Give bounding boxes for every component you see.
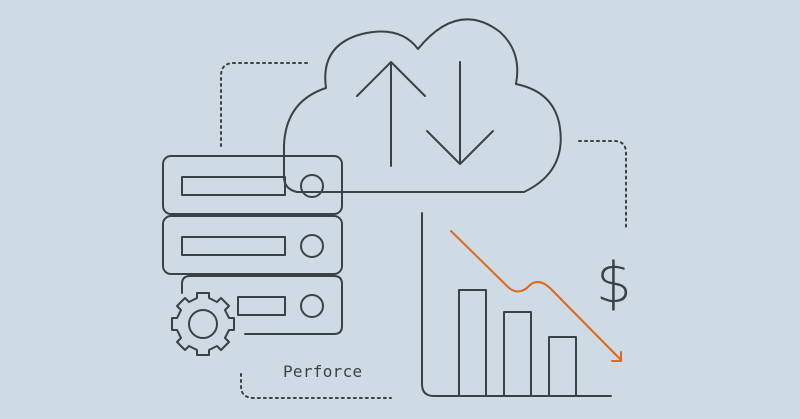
- trend-down-arrow-icon: [450, 230, 622, 362]
- server-unit-1: [162, 155, 343, 215]
- server-unit-2: [162, 215, 343, 275]
- connector-bottom: [240, 373, 392, 399]
- brand-logo-text: Perforce: [283, 362, 363, 381]
- chart-bar-1: [458, 289, 487, 397]
- connector-right: [578, 140, 627, 231]
- cloud-icon: [283, 18, 562, 193]
- arrow-down-icon: [426, 61, 494, 165]
- chart-bar-3: [548, 336, 577, 397]
- server-unit-3: [181, 275, 343, 335]
- server-rack-icon: [162, 155, 343, 335]
- arrow-up-icon: [356, 61, 426, 167]
- gear-icon: [171, 292, 235, 356]
- chart-axes: [421, 212, 612, 397]
- connector-top-left: [220, 62, 309, 147]
- chart-bar-2: [503, 311, 532, 397]
- dollar-sign-icon: $: [596, 251, 632, 316]
